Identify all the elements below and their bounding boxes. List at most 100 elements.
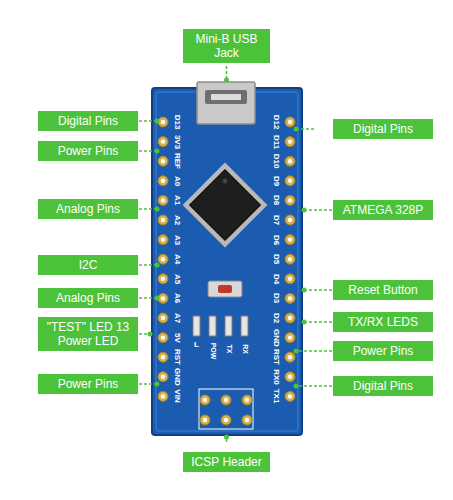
pin-hole [288,296,292,300]
leader-dot [155,296,160,301]
pin-pad [158,215,168,225]
pin-name: A4 [173,254,181,264]
pin-name: RST [272,349,280,365]
pin-pad [285,215,295,225]
callout-box: Reset Button [333,280,433,300]
pin-pad [285,176,295,186]
pin-pad [221,395,231,405]
leader-dot [155,263,160,268]
leader-line [139,264,157,266]
pin-hole [161,277,165,281]
pin-pad [285,235,295,245]
leader-line [139,383,157,385]
pin-name: D3 [272,293,280,303]
pin-name: A0 [173,176,181,186]
leader-dot [294,384,299,389]
callout-box: Digital Pins [38,111,138,131]
pin-pad [158,156,168,166]
callout-text: Digital Pins [339,122,427,136]
pin-name: 5V [173,333,181,343]
pin-hole [288,139,292,143]
callout-text: Analog Pins [44,202,132,216]
callout-box: TX/RX LEDS [333,312,433,332]
callout-text: ATMEGA 328P [339,203,427,217]
pin-pad [158,274,168,284]
pin-hole [161,120,165,124]
callout-text: "TEST" LED 13 Power LED [44,320,132,349]
pin-holes [158,117,295,425]
pin-hole [288,120,292,124]
callout-text: Mini-B USB Jack [189,32,264,61]
leader-line [139,297,157,299]
pin-name: D2 [272,313,280,323]
pin-pad [285,137,295,147]
leader-line [296,350,332,352]
pin-pad [285,313,295,323]
callout-text: Power Pins [44,377,132,391]
pin-hole [288,394,292,398]
pin-hole [245,418,249,422]
pin-pad [158,254,168,264]
pin-hole [224,418,228,422]
leader-dot [155,149,160,154]
pin-name: D7 [272,215,280,225]
pin-name: A1 [173,195,181,205]
callout-box: Power Pins [38,141,138,161]
leader-line [296,128,314,130]
leader-dot [294,349,299,354]
pin-hole [203,418,207,422]
pin-pad [158,195,168,205]
reset-button [208,281,242,297]
pin-pad [285,156,295,166]
pin-name: TX1 [272,389,280,404]
pin-name: D10 [272,154,280,169]
pin-hole [288,257,292,261]
leader-dot [302,208,307,213]
pin-hole [161,375,165,379]
pin-name: A6 [173,293,181,303]
pin-pad [158,352,168,362]
leader-lines [139,66,332,442]
leader-line [304,321,332,323]
pin-name: A2 [173,215,181,225]
pin-hole [161,159,165,163]
pin-hole [161,394,165,398]
pin1-mark [221,177,228,184]
pin-hole [161,139,165,143]
pin-pad [158,333,168,343]
callout-text: Digital Pins [44,114,132,128]
callout-box: I2C [38,255,138,275]
atmega-chip [190,170,261,241]
led-l [193,316,200,336]
pin-pad [242,395,252,405]
pin-pad [158,293,168,303]
usb-jack [197,82,255,124]
pin-hole [288,335,292,339]
pin-pad [285,333,295,343]
callout-box: Power Pins [38,374,138,394]
chip-group [183,163,268,248]
pin-name: D4 [272,274,280,284]
pin-name: D8 [272,195,280,205]
led-tx [225,316,232,336]
callout-text: Reset Button [339,283,427,297]
callout-box: ATMEGA 328P [333,200,433,220]
chip-pins [183,163,268,248]
pin-hole [288,218,292,222]
callout-text: ICSP Header [189,455,264,469]
pin-hole [288,375,292,379]
pin-pad [221,415,231,425]
leader-dot [302,288,307,293]
pin-pad [285,391,295,401]
leader-dot [155,382,160,387]
pin-name: A5 [173,274,181,284]
pin-hole [161,237,165,241]
pin-hole [203,398,207,402]
pin-pad [242,415,252,425]
callout-box: Analog Pins [38,288,138,308]
callout-box: ICSP Header [183,452,270,472]
pin-pad [285,195,295,205]
